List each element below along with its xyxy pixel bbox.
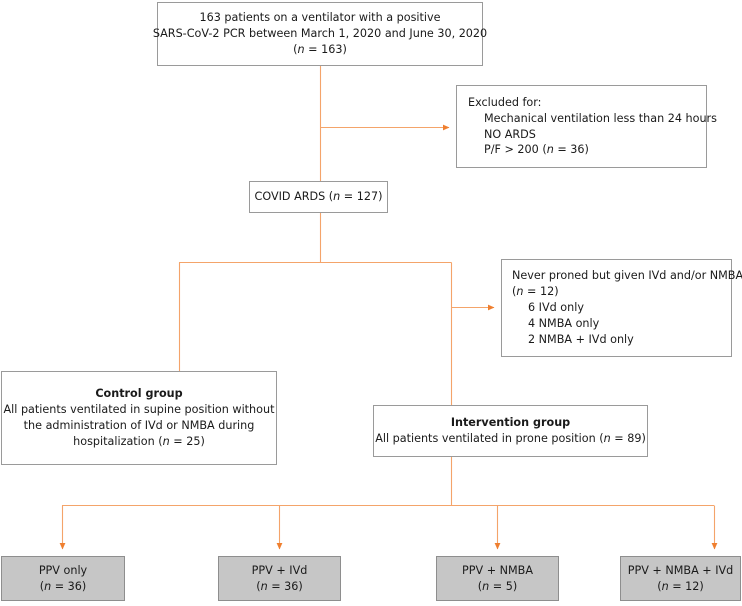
ppv-only-label: PPV only — [38, 563, 88, 577]
excluded-item-3: P/F > 200 (n = 36) — [484, 143, 589, 157]
ppv-plus-nmba-count: (n = 5) — [477, 579, 518, 593]
node-excluded-criteria: Excluded for: Mechanical ventilation les… — [456, 85, 717, 168]
control-group-title: Control group — [95, 387, 183, 401]
never-proned-item-2: 4 NMBA only — [528, 316, 600, 330]
never-proned-heading: Never proned but given IVd and/or NMBA — [512, 269, 742, 283]
ppv-plus-ivd-count: (n = 36) — [256, 579, 303, 593]
control-group-count: hospitalization (n = 25) — [73, 434, 205, 448]
node-screened-population: 163 patients on a ventilator with a posi… — [153, 2, 487, 66]
node-ppv-plus-nmba-plus-ivd: PPV + NMBA + IVd (n = 12) — [620, 556, 741, 601]
node-intervention-group: Intervention group All patients ventilat… — [373, 405, 648, 457]
node-ppv-plus-ivd: PPV + IVd (n = 36) — [218, 556, 341, 601]
screened-line-1: 163 patients on a ventilator with a posi… — [199, 11, 441, 25]
node-covid-ards: COVID ARDS (n = 127) — [249, 181, 388, 213]
excluded-item-2: NO ARDS — [484, 127, 536, 141]
control-group-line-1: All patients ventilated in supine positi… — [3, 403, 275, 417]
ppv-plus-nmba-plus-ivd-label: PPV + NMBA + IVd — [627, 563, 734, 577]
excluded-item-1: Mechanical ventilation less than 24 hour… — [484, 111, 717, 125]
covid-ards-label: COVID ARDS (n = 127) — [254, 190, 383, 204]
intervention-group-title: Intervention group — [450, 416, 571, 430]
node-never-proned: Never proned but given IVd and/or NMBA (… — [501, 259, 742, 357]
never-proned-count: (n = 12) — [512, 285, 559, 299]
never-proned-item-1: 6 IVd only — [528, 301, 584, 315]
ppv-only-count: (n = 36) — [39, 579, 87, 593]
excluded-heading: Excluded for: — [468, 95, 542, 109]
ppv-plus-nmba-plus-ivd-count: (n = 12) — [657, 579, 704, 593]
node-control-group: Control group All patients ventilated in… — [1, 371, 277, 465]
ppv-plus-nmba-label: PPV + NMBA — [462, 563, 533, 577]
node-ppv-only: PPV only (n = 36) — [1, 556, 125, 601]
intervention-group-line: All patients ventilated in prone positio… — [375, 432, 646, 445]
ppv-plus-ivd-label: PPV + IVd — [251, 563, 308, 577]
screened-line-2: SARS-CoV-2 PCR between March 1, 2020 and… — [152, 27, 488, 41]
node-ppv-plus-nmba: PPV + NMBA (n = 5) — [436, 556, 559, 601]
control-group-line-2: the administration of IVd or NMBA during — [23, 419, 255, 432]
never-proned-item-3: 2 NMBA + IVd only — [528, 332, 634, 346]
screened-count: (n = 163) — [293, 42, 347, 56]
